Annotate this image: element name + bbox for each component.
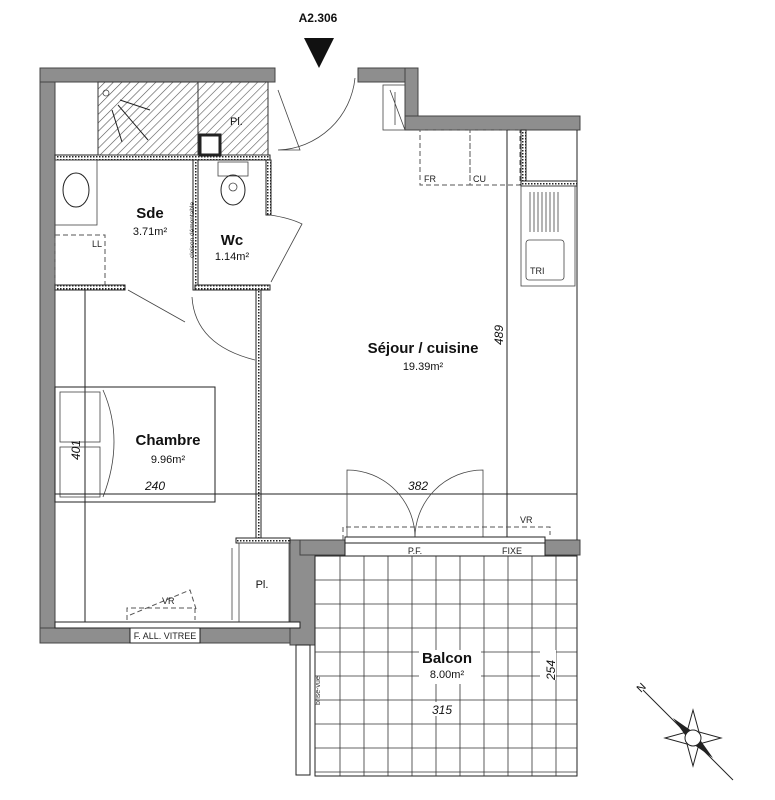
chambre-area: 9.96m² (151, 454, 186, 466)
sejour-name: Séjour / cuisine (368, 340, 479, 357)
sde-name: Sde (136, 205, 164, 222)
brise-vue-label: brise-vue (315, 676, 322, 705)
wc-door[interactable] (269, 214, 303, 283)
tri-label: TRI (530, 266, 545, 276)
balcon-width-dim: 315 (432, 703, 452, 717)
entrance-door[interactable] (277, 77, 356, 151)
balcon-depth-dim: 254 (544, 660, 558, 681)
entrance-arrow-icon (304, 38, 334, 68)
sink-unit (520, 185, 576, 287)
sejour-depth-dim: 489 (492, 325, 506, 345)
balcony-tiles (315, 556, 577, 776)
pf-label: P.F. (408, 546, 422, 556)
unit-marker: A2.306 (299, 11, 338, 68)
chambre-width-dim: 240 (144, 479, 165, 493)
toilet-icon (217, 161, 249, 206)
wc-name: Wc (221, 232, 244, 249)
cloison-label: cloison démontable (189, 202, 196, 258)
ll-label: LL (92, 239, 102, 249)
placard-bottom-label: Pl. (256, 579, 269, 591)
balcon-name: Balcon (422, 650, 472, 667)
cooktop-label: CU (473, 174, 486, 184)
fridge-label: FR (424, 174, 436, 184)
balcon-area: 8.00m² (430, 669, 465, 681)
french-window[interactable] (344, 536, 546, 544)
chambre-name: Chambre (135, 432, 200, 449)
duct (382, 84, 406, 131)
window-chambre-label: F. ALL. VITREE (134, 631, 197, 641)
balcony: brise-vue Balcon 8.00m² 254 315 (295, 555, 578, 777)
wc-area: 1.14m² (215, 251, 250, 263)
vr-chambre-label: VR (162, 596, 175, 606)
sde-area: 3.71m² (133, 226, 168, 238)
unit-id: A2.306 (299, 11, 338, 25)
fixe-label: FIXE (502, 546, 522, 556)
sink-icon (62, 172, 90, 208)
sejour-width-dim: 382 (408, 479, 428, 493)
vanity (54, 159, 98, 226)
shower-icon (102, 89, 151, 143)
bed (54, 386, 216, 503)
sejour-area: 19.39m² (403, 361, 444, 373)
compass-icon: N (635, 681, 734, 781)
kitchen-sink-icon (525, 192, 565, 281)
chambre-depth-dim: 401 (69, 440, 83, 460)
vr-sejour-label: VR (520, 515, 533, 525)
shower (97, 81, 199, 156)
placard-top-label: Pl. (230, 116, 243, 128)
sde-door[interactable] (127, 289, 256, 361)
